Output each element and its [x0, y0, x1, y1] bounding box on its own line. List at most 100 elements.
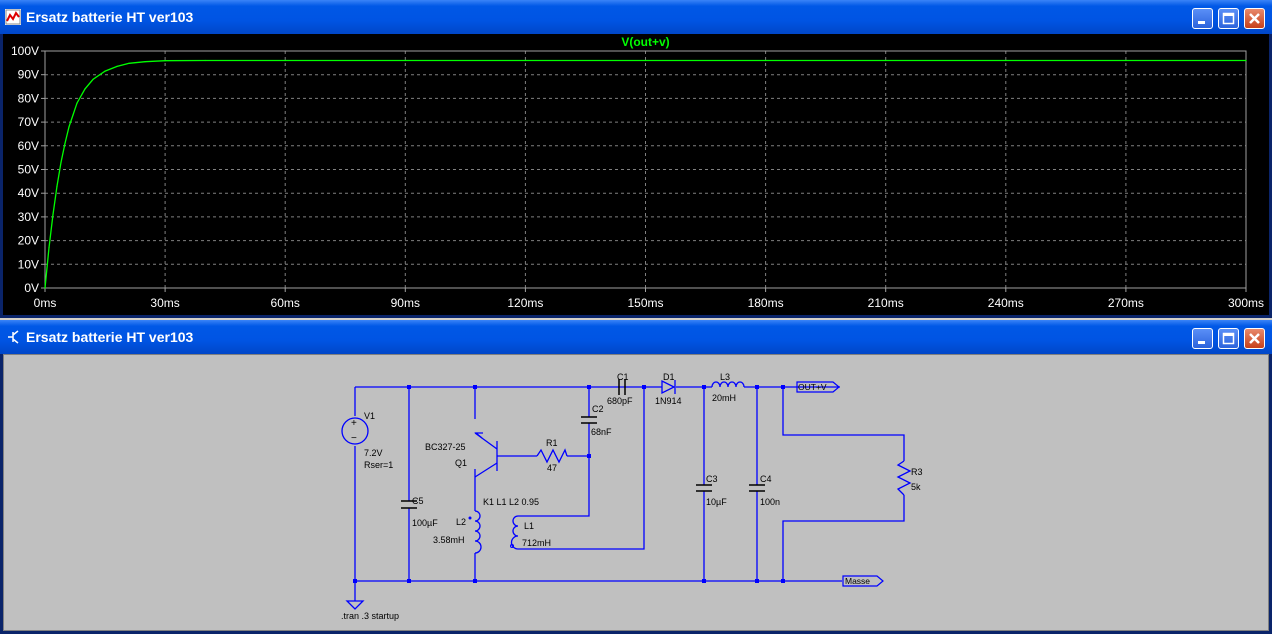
label-v1: V1 — [364, 411, 375, 421]
maximize-button[interactable] — [1218, 8, 1239, 29]
chart-grid — [41, 50, 1247, 292]
data-point — [144, 61, 146, 63]
y-tick-label: 100V — [11, 44, 39, 58]
plot-window-title: Ersatz batterie HT ver103 — [26, 9, 194, 25]
maximize-icon — [1222, 332, 1235, 345]
x-tick-label: 300ms — [1228, 296, 1264, 310]
r1-resistor[interactable] — [536, 448, 568, 464]
data-point — [84, 88, 86, 90]
label-l2: L2 — [456, 517, 466, 527]
data-point — [52, 213, 54, 216]
maximize-button[interactable] — [1218, 328, 1239, 349]
data-point — [44, 287, 46, 289]
label-r3-value: 5k — [911, 482, 921, 492]
label-r1: R1 — [546, 438, 558, 448]
label-c3-value: 10µF — [706, 497, 727, 507]
data-point — [1245, 59, 1247, 62]
l2-inductor[interactable] — [474, 510, 482, 554]
y-tick-label: 30V — [18, 210, 39, 224]
l3-inductor[interactable] — [711, 381, 745, 388]
schematic-icon — [8, 330, 19, 344]
c5-capacitor[interactable] — [401, 500, 417, 509]
label-v1-rser: Rser=1 — [364, 460, 393, 470]
data-point — [116, 65, 118, 68]
minimize-icon — [1198, 341, 1205, 344]
close-button[interactable] — [1244, 8, 1265, 29]
maximize-icon — [1222, 12, 1235, 25]
x-tick-label: 240ms — [988, 296, 1024, 310]
ground-icon — [345, 600, 365, 610]
label-q1-model: BC327-25 — [425, 442, 466, 452]
schematic-drawing[interactable]: + − — [4, 355, 1268, 630]
data-point — [48, 247, 50, 249]
y-tick-label: 90V — [18, 68, 39, 82]
wire-l1[interactable] — [518, 387, 645, 550]
data-point — [885, 59, 887, 62]
close-button[interactable] — [1244, 328, 1265, 349]
data-point — [524, 59, 527, 62]
c3-capacitor[interactable] — [696, 484, 712, 492]
y-tick-label: 70V — [18, 115, 39, 129]
label-l3-value: 20mH — [712, 393, 736, 403]
wire-r3[interactable] — [782, 387, 905, 581]
v1-source[interactable]: + − — [341, 417, 369, 445]
svg-text:−: − — [351, 433, 357, 444]
label-gnd-flag: Masse — [845, 576, 870, 586]
schematic-canvas[interactable]: + − — [3, 354, 1269, 631]
y-tick-label: 80V — [18, 91, 39, 105]
label-c1-value: 680pF — [607, 396, 633, 406]
label-l3: L3 — [720, 372, 730, 382]
y-tick-label: 60V — [18, 139, 39, 153]
label-c2-value: 68nF — [591, 427, 612, 437]
q1-transistor[interactable] — [474, 432, 498, 478]
label-c5-value: 100µF — [412, 518, 438, 528]
junction-dots — [353, 385, 785, 583]
label-c4: C4 — [760, 474, 772, 484]
schematic-window: Ersatz batterie HT ver103 — [0, 320, 1272, 634]
close-icon — [1249, 13, 1260, 24]
c4-capacitor[interactable] — [749, 484, 765, 492]
y-tick-label: 20V — [18, 234, 39, 248]
minimize-icon — [1198, 21, 1205, 24]
label-c2: C2 — [592, 404, 604, 414]
c1-capacitor[interactable] — [618, 379, 626, 395]
schematic-window-titlebar[interactable]: Ersatz batterie HT ver103 — [0, 320, 1272, 354]
r3-resistor[interactable] — [896, 460, 912, 496]
data-point — [284, 59, 286, 62]
x-tick-label: 90ms — [391, 296, 420, 310]
schematic-window-title: Ersatz batterie HT ver103 — [26, 329, 194, 345]
c2-capacitor[interactable] — [581, 416, 597, 424]
svg-text:+: + — [351, 418, 357, 429]
x-tick-label: 180ms — [748, 296, 784, 310]
d1-diode[interactable] — [661, 379, 676, 395]
x-tick-label: 0ms — [34, 296, 57, 310]
x-tick-label: 60ms — [271, 296, 300, 310]
chart-title[interactable]: V(out+v) — [621, 35, 669, 49]
data-point — [76, 102, 78, 104]
close-icon — [1249, 333, 1260, 344]
y-tick-label: 50V — [18, 163, 39, 177]
minimize-button[interactable] — [1192, 328, 1213, 349]
label-q1: Q1 — [455, 458, 467, 468]
spice-directive[interactable]: .tran .3 startup — [341, 611, 399, 621]
x-tick-label: 210ms — [868, 296, 904, 310]
label-k1: K1 L1 L2 0.95 — [483, 497, 539, 507]
data-point — [204, 59, 206, 62]
data-point — [72, 114, 74, 116]
gnd-flag[interactable] — [842, 575, 884, 587]
l1-inductor[interactable] — [510, 515, 519, 550]
data-point — [128, 62, 130, 64]
x-tick-label: 30ms — [150, 296, 179, 310]
minimize-button[interactable] — [1192, 8, 1213, 29]
label-l1: L1 — [524, 521, 534, 531]
x-tick-label: 120ms — [507, 296, 543, 310]
out-flag[interactable] — [796, 381, 840, 393]
label-c1: C1 — [617, 372, 629, 382]
data-point — [104, 70, 106, 72]
data-point — [404, 59, 406, 62]
plot-window-titlebar[interactable]: Ersatz batterie HT ver103 — [0, 0, 1272, 34]
series-line-vout[interactable] — [44, 59, 1246, 289]
